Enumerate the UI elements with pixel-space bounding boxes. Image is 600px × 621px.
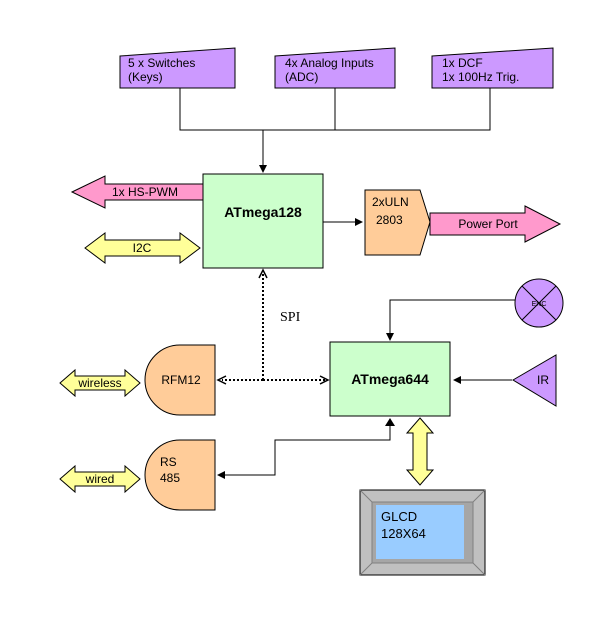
wired-double-arrow: wired — [59, 464, 141, 494]
uln-label-line2: 2803 — [376, 213, 403, 227]
glcd-label-line1: GLCD — [381, 509, 417, 524]
glcd-label-line2: 128X64 — [381, 526, 426, 541]
uln2803-block: 2xULN 2803 — [364, 189, 431, 256]
uln-label-line1: 2xULN — [372, 195, 409, 209]
spi-label: SPI — [280, 310, 301, 325]
spi-bus — [222, 272, 326, 381]
rs485-label-line1: RS — [160, 455, 177, 469]
power-port-arrow: Power Port — [429, 205, 562, 243]
i2c-double-arrow: I2C — [84, 232, 201, 264]
enc-label: ENC — [532, 301, 547, 308]
wireless-label: wireless — [77, 376, 121, 390]
hs-pwm-arrow: 1x HS-PWM — [70, 175, 204, 209]
rs485-label-line2: 485 — [160, 471, 180, 485]
rs485-atmega644-line — [217, 420, 391, 479]
switches-input-block: 5 x Switches (Keys) — [119, 47, 236, 89]
switches-label-line1: 5 x Switches — [128, 56, 195, 70]
rs485-block: RS 485 — [144, 439, 216, 511]
rfm12-label: RFM12 — [161, 373, 201, 387]
power-port-label: Power Port — [458, 217, 518, 231]
analog-label-line1: 4x Analog Inputs — [285, 56, 374, 70]
dcf-label-line2: 1x 100Hz Trig. — [442, 70, 519, 84]
rs485-arrowhead-up — [385, 418, 395, 426]
dcf-label-line1: 1x DCF — [442, 56, 483, 70]
encoder-to-atmega644-line — [386, 299, 515, 341]
wireless-double-arrow: wireless — [59, 368, 141, 398]
dcf-input-block: 1x DCF 1x 100Hz Trig. — [431, 47, 554, 89]
wired-label: wired — [85, 472, 115, 486]
i2c-label: I2C — [133, 241, 152, 255]
atmega644-label: ATmega644 — [351, 371, 429, 387]
input-bus-lines — [179, 88, 491, 173]
encoder-block: ENC — [514, 278, 564, 328]
glcd-display: GLCD 128X64 — [359, 489, 486, 576]
analog-label-line2: (ADC) — [285, 70, 318, 84]
spi-arrowhead-up — [258, 268, 268, 279]
atmega128-label: ATmega128 — [224, 204, 302, 220]
atmega128-block: ATmega128 — [202, 173, 324, 269]
hs-pwm-label: 1x HS-PWM — [112, 185, 178, 199]
ir-block: IR — [512, 354, 557, 407]
spi-arrowhead-left — [216, 375, 227, 385]
switches-label-line2: (Keys) — [128, 70, 163, 84]
spi-arrowhead-right — [319, 375, 330, 385]
analog-input-block: 4x Analog Inputs (ADC) — [274, 47, 396, 89]
glcd-double-arrow — [405, 417, 435, 486]
ir-label: IR — [537, 373, 549, 387]
atmega644-block: ATmega644 — [329, 341, 451, 417]
rfm12-block: RFM12 — [144, 344, 216, 416]
